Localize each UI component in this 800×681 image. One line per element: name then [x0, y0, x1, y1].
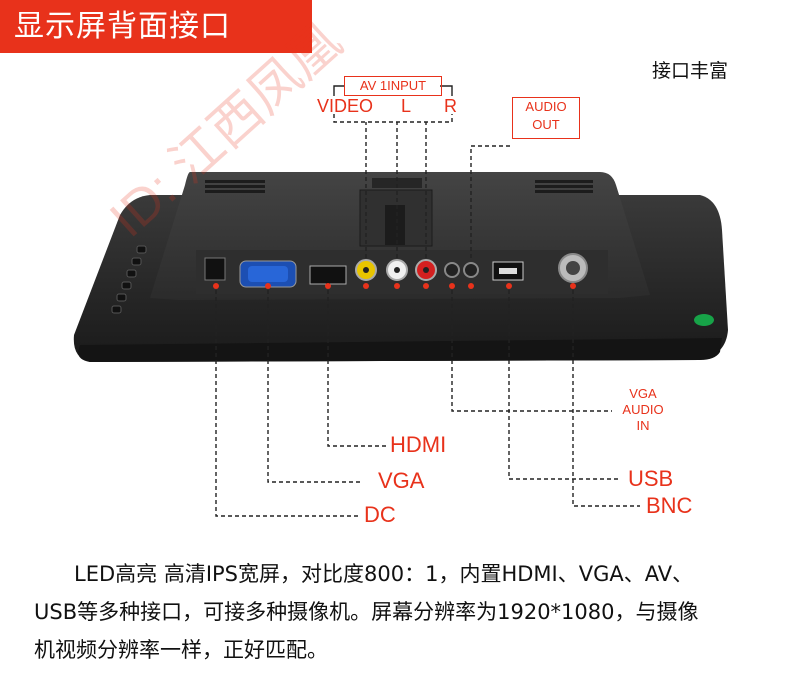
leader-lines [215, 122, 640, 517]
vga-audio-line1: VGA [629, 386, 657, 401]
bnc-label: BNC [646, 493, 693, 518]
usb-label: USB [628, 466, 674, 491]
vga-audio-jack [444, 262, 460, 278]
description: LED高亮 高清IPS宽屏，对比度800：1，内置HDMI、VGA、AV、 US… [34, 555, 774, 669]
vga-audio-line2: AUDIO [622, 402, 664, 417]
dc-port [204, 257, 226, 281]
hdmi-label: HDMI [390, 432, 447, 457]
tagline: 接口丰富 [652, 60, 729, 82]
audio-out-label: AUDIO OUT [512, 97, 580, 139]
description-line-1: LED高亮 高清IPS宽屏，对比度800：1，内置HDMI、VGA、AV、 [74, 562, 694, 586]
side-buttons [111, 245, 147, 314]
left-label: L [401, 96, 412, 116]
page-banner: 显示屏背面接口 [0, 0, 312, 53]
audio-out-jack [463, 262, 479, 278]
right-label: R [444, 96, 457, 116]
audio-out-line2: OUT [532, 117, 560, 132]
indicator-light [694, 314, 714, 326]
vent-left [205, 180, 265, 193]
audio-out-line1: AUDIO [525, 99, 567, 114]
av-input-label: AV 1INPUT [344, 76, 442, 96]
dc-label: DC [364, 502, 396, 527]
description-line-2: USB等多种接口，可接多种摄像机。屏幕分辨率为1920*1080，与摄像 [34, 600, 699, 624]
video-label: VIDEO [317, 96, 374, 116]
vga-label: VGA [378, 468, 425, 493]
banner-title: 显示屏背面接口 [14, 9, 231, 44]
hdmi-port [309, 265, 347, 285]
vga-audio-in-label: VGA AUDIO IN [612, 386, 674, 434]
port-markers [213, 283, 576, 289]
vga-audio-line3: IN [636, 418, 650, 433]
vent-right [535, 180, 593, 193]
description-line-3: 机视频分辨率一样，正好匹配。 [34, 638, 328, 662]
